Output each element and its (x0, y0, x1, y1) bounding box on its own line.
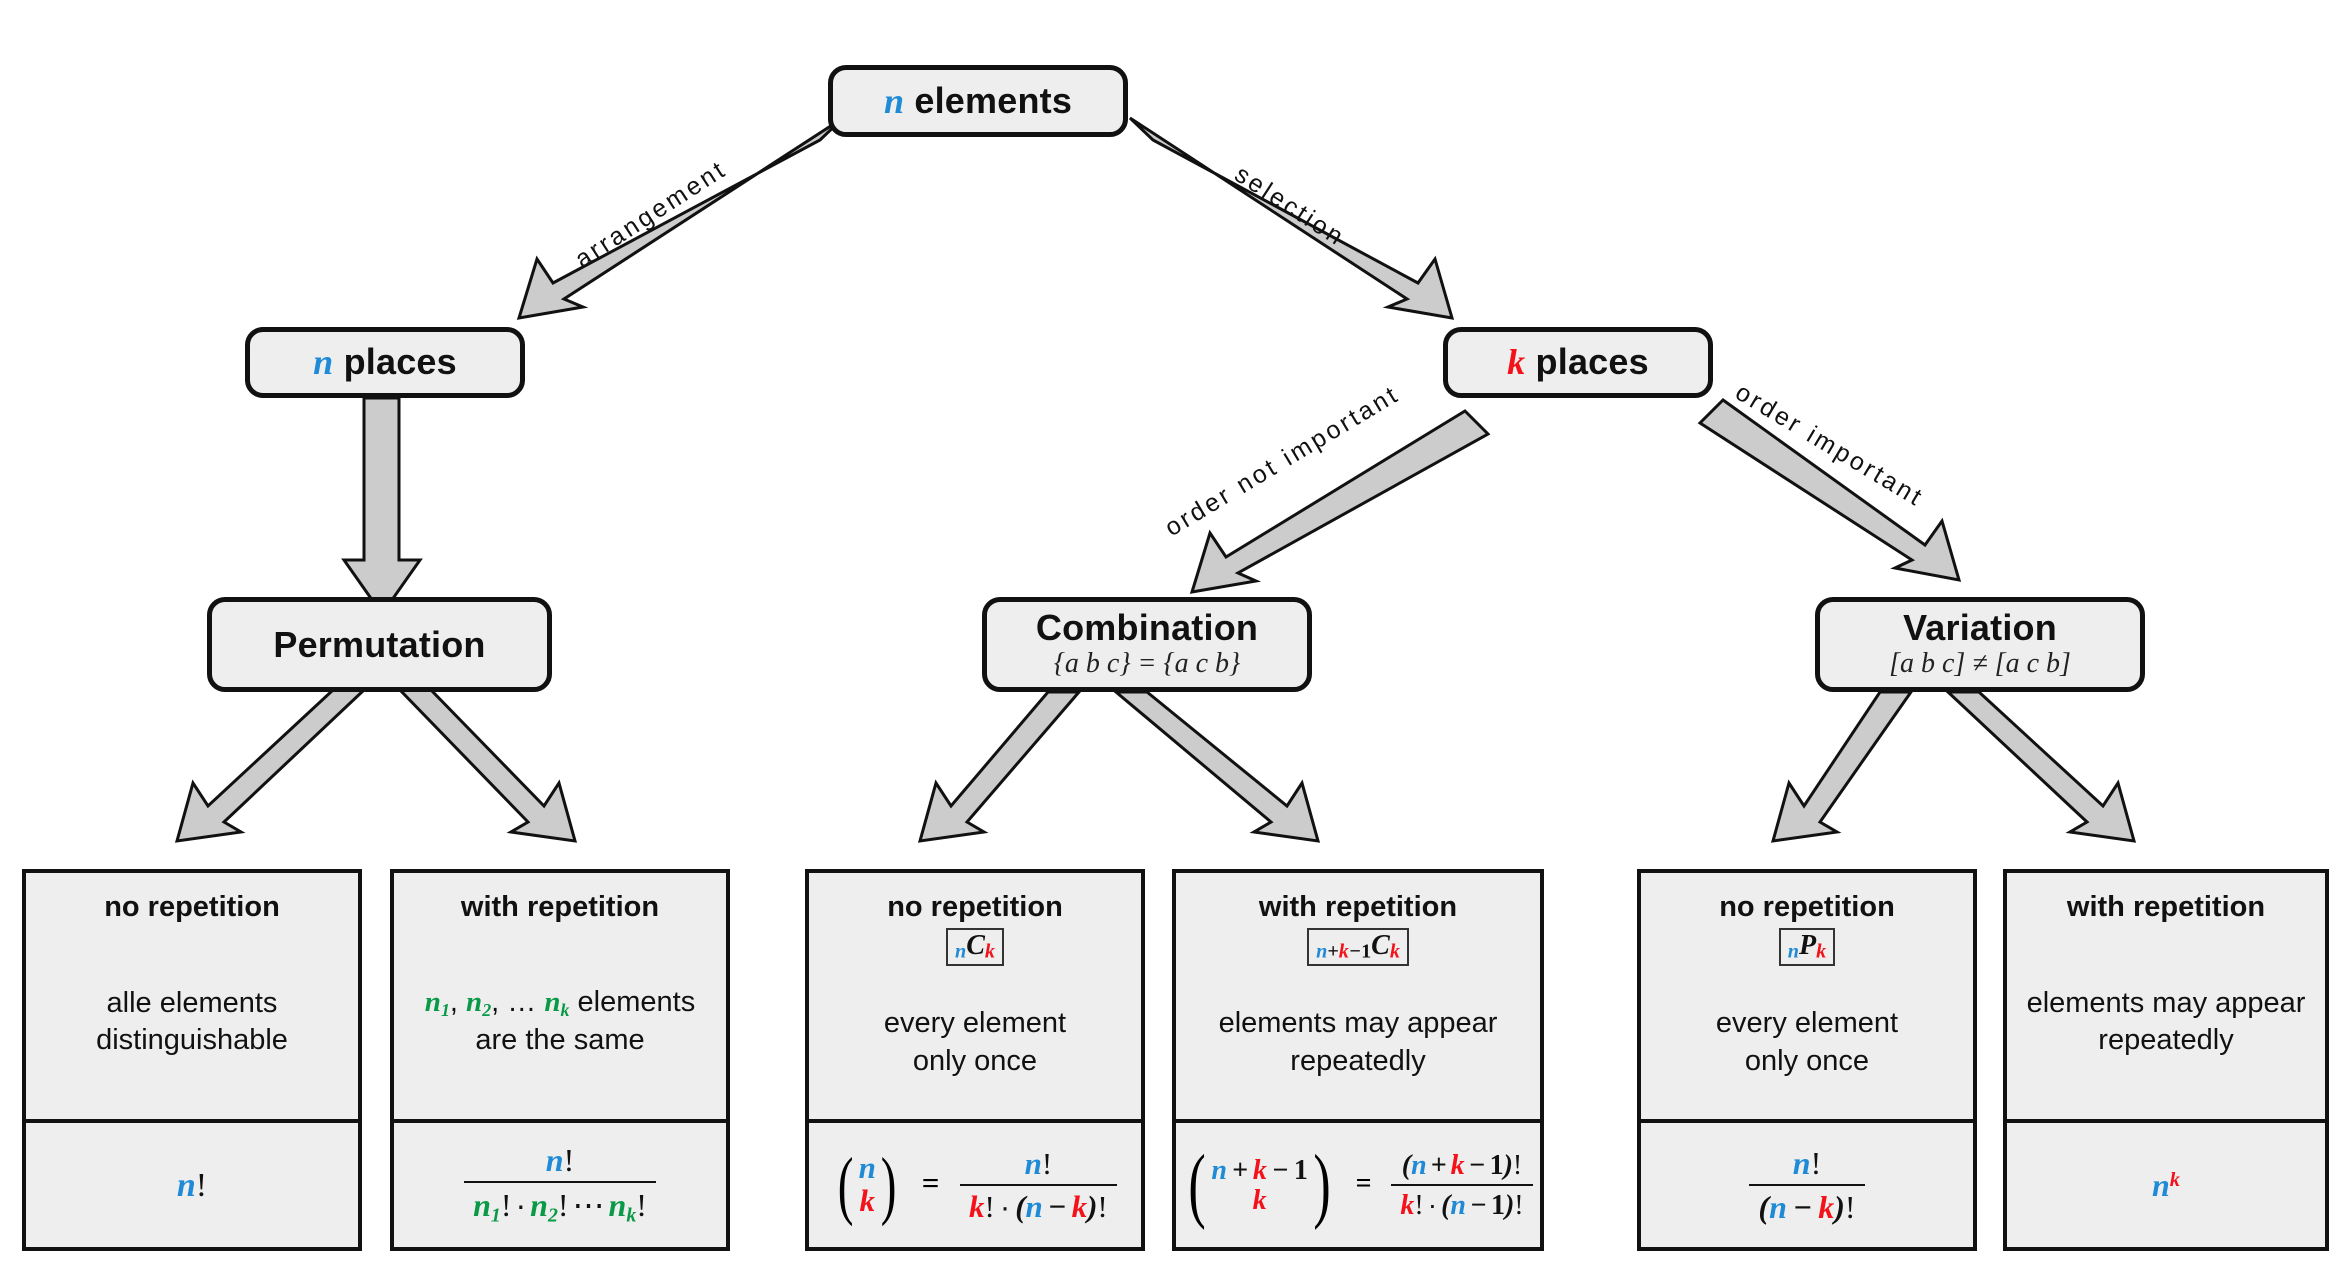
leaf-permutation-no-repetition[interactable]: no repetition alle elements distinguisha… (22, 869, 362, 1251)
leaf-heading: with repetition (460, 891, 660, 923)
node-n-places-label: n places (313, 343, 457, 382)
node-permutation-title: Permutation (273, 623, 486, 665)
node-variation-title: Variation (1903, 607, 2057, 649)
leaf-formula: n! n1!·n2!⋯nk! (464, 1142, 656, 1228)
desc-line-2: are the same (475, 1024, 645, 1057)
desc-line-1: elements may appear (1218, 1007, 1498, 1040)
node-n-elements-label: n elements (883, 79, 1073, 121)
symbol-nPk: nPk (1778, 928, 1836, 967)
desc-line-1: alle elements (106, 986, 278, 1019)
desc-line-2: only once (912, 1044, 1038, 1077)
leaf-heading: with repetition (2066, 891, 2266, 923)
symbol-n: n (313, 342, 334, 383)
node-k-places-rest: places (1525, 341, 1649, 383)
arrow-combination-to-leaf3 (917, 690, 1083, 843)
arrow-permutation-to-leaf1 (174, 688, 368, 843)
node-k-places-label: k places (1507, 343, 1649, 382)
leaf-heading: with repetition (1258, 891, 1458, 923)
node-variation[interactable]: Variation [a b c] ≠ [a c b] (1815, 597, 2145, 692)
arrow-n-places-to-permutation (341, 396, 423, 617)
desc-line-2: distinguishable (96, 1023, 288, 1056)
desc-line-1: every element (883, 1007, 1067, 1040)
leaf-description: elements may appear repeatedly (2019, 985, 2314, 1059)
sym-n1: n1 (424, 986, 450, 1021)
node-permutation[interactable]: Permutation (207, 597, 552, 692)
leaf-variation-with-repetition[interactable]: with repetition elements may appear repe… (2003, 869, 2329, 1251)
arrow-root-to-n-places (516, 116, 845, 320)
arrow-variation-to-leaf5 (1770, 690, 1914, 843)
leaf-combination-no-repetition[interactable]: no repetition nCk every element only onc… (805, 869, 1145, 1251)
arrow-permutation-to-leaf2 (396, 688, 578, 843)
node-n-elements[interactable]: n elements (828, 65, 1128, 137)
leaf-heading: no repetition (104, 891, 280, 923)
leaf-formula: ( n+k−1 k ) = (n+k−1)! k!·(n−1)! (1183, 1142, 1533, 1227)
node-combination-title: Combination (1035, 607, 1259, 649)
node-n-places[interactable]: n places (245, 327, 525, 398)
node-n-places-rest: places (333, 341, 457, 383)
node-combination-subtitle: {a b c} = {a c b} (1053, 648, 1241, 679)
symbol-n: n (883, 80, 905, 121)
leaf-formula: nk (2151, 1166, 2181, 1203)
arrow-root-to-k-places (1128, 116, 1455, 320)
arrow-variation-to-leaf6 (1944, 690, 2137, 843)
node-variation-subtitle: [a b c] ≠ [a c b] (1889, 648, 2071, 679)
symbol-nCk: nCk (946, 928, 1004, 967)
leaf-formula: n! (177, 1166, 207, 1205)
leaf-formula: n! (n−k)! (1749, 1145, 1865, 1226)
sym-nk: nk (544, 986, 570, 1021)
leaf-description: every element only once (1708, 1005, 1906, 1079)
leaf-heading: no repetition (887, 891, 1063, 923)
leaf-description: n1, n2, … nk elements are the same (424, 986, 696, 1057)
leaf-permutation-with-repetition[interactable]: with repetition n1, n2, … nk elements ar… (390, 869, 730, 1251)
desc-line-2: repeatedly (2098, 1023, 2234, 1056)
arrow-k-places-to-variation (1697, 398, 1962, 582)
leaf-formula: ( n k ) = n! k!·(n−k)! (833, 1146, 1117, 1225)
sym-n2: n2 (466, 986, 492, 1021)
formula-bang: ! (195, 1166, 208, 1204)
formula-n: n (176, 1166, 196, 1204)
desc-line-2: repeatedly (1290, 1044, 1426, 1077)
node-n-elements-rest: elements (904, 79, 1073, 121)
symbol-nk1Ck: n+k−1Ck (1307, 928, 1409, 967)
arrow-combination-to-leaf4 (1111, 690, 1321, 843)
leaf-description: elements may appear repeatedly (1211, 1005, 1506, 1079)
desc-elements-word: elements (577, 986, 696, 1019)
leaf-heading: no repetition (1719, 891, 1895, 923)
node-combination[interactable]: Combination {a b c} = {a c b} (982, 597, 1312, 692)
node-k-places[interactable]: k places (1443, 327, 1713, 398)
leaf-description: every element only once (876, 1005, 1074, 1079)
arrow-k-places-to-combination (1189, 409, 1491, 594)
leaf-variation-no-repetition[interactable]: no repetition nPk every element only onc… (1637, 869, 1977, 1251)
desc-line-2: only once (1744, 1044, 1870, 1077)
symbol-k: k (1507, 342, 1526, 383)
desc-line-1: every element (1715, 1007, 1899, 1040)
desc-line-1: elements may appear (2026, 986, 2306, 1019)
leaf-description: alle elements distinguishable (88, 985, 296, 1059)
leaf-combination-with-repetition[interactable]: with repetition n+k−1Ck elements may app… (1172, 869, 1544, 1251)
